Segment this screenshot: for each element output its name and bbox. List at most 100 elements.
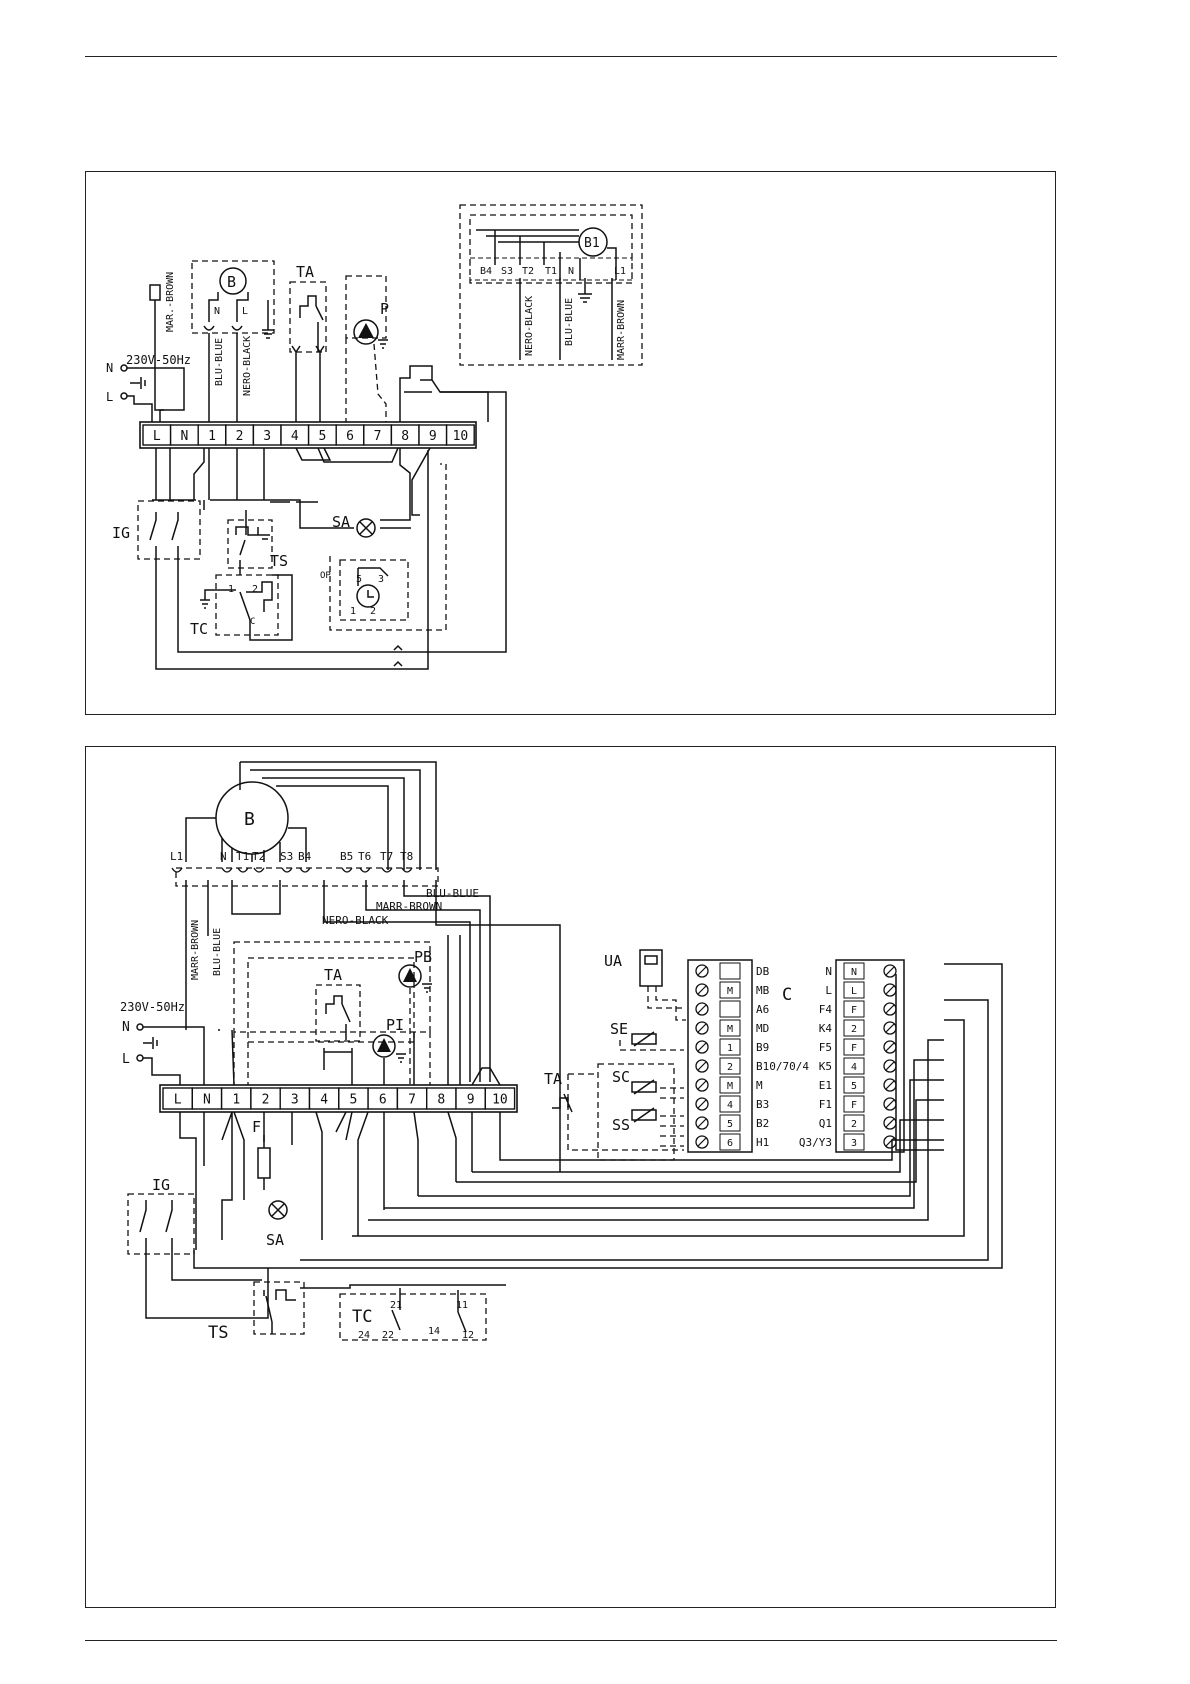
terminal-number-cell (843, 1133, 865, 1151)
top-supply-n-terminal (120, 364, 128, 372)
connector-term: T2 (522, 266, 534, 277)
terminal-number: 5 (727, 1119, 733, 1130)
top-clock-1: 1 (350, 606, 356, 617)
screw-slot (885, 1137, 895, 1147)
top-supply-wiring (127, 367, 185, 422)
terminal-number-cell (843, 1019, 865, 1037)
top-supply-l-terminal (120, 392, 128, 400)
terminal-function: L (825, 984, 832, 997)
top-connector-inner (469, 214, 633, 284)
terminal-number-cell (843, 1076, 865, 1094)
screw-slot (885, 985, 895, 995)
bottom-brown-label: MARR-BROWN (376, 900, 442, 913)
bottom-blue-label: BLU-BLUE (426, 887, 479, 900)
terminal-number: 2 (851, 1024, 857, 1035)
bottom-pb-earth (422, 983, 432, 993)
bottom-controller-low (687, 959, 753, 1153)
screw-terminal (695, 1116, 709, 1130)
bottom-tc-contacts (391, 1288, 467, 1333)
terminal-label: 2 (262, 1093, 270, 1108)
terminal-cell (484, 1087, 516, 1110)
top-burner-box (191, 260, 275, 334)
terminal-number: M (727, 1024, 733, 1035)
screw-slot (885, 1004, 895, 1014)
top-burner-term-l: L (242, 306, 248, 317)
bottom-burner-label: B (244, 809, 255, 830)
top-connector-wire-brown: MARR-BROWN (616, 300, 627, 360)
burner-term: T2 (252, 850, 265, 863)
terminal-label: 7 (374, 429, 382, 444)
bottom-ta-switch (325, 995, 351, 1040)
screw-slot (885, 1042, 895, 1052)
terminal-number: 3 (851, 1138, 857, 1149)
burner-term-plug (299, 867, 311, 873)
bottom-sa-cross (271, 1203, 285, 1217)
burner-term: B5 (340, 850, 353, 863)
top-pump-earth (378, 339, 388, 349)
screw-slot (885, 1061, 895, 1071)
header-rule (85, 56, 1057, 57)
top-clock-box (339, 559, 409, 621)
bottom-burner-leads (185, 817, 307, 862)
terminal-function: E1 (819, 1079, 832, 1092)
screw-slot (885, 1118, 895, 1128)
bottom-dashed-feeds (233, 988, 431, 1085)
terminal-label: 10 (453, 429, 469, 444)
terminal-function: A6 (756, 1003, 769, 1016)
top-clock-label: OP (320, 571, 331, 581)
screw-terminal (695, 964, 709, 978)
screw-slot (697, 1004, 707, 1014)
bottom-ig-contacts (139, 1200, 269, 1319)
bottom-se-feed (619, 1040, 684, 1051)
bottom-burner-terminal-box (175, 867, 439, 887)
terminal-label: 8 (401, 429, 409, 444)
terminal-label: 3 (263, 429, 271, 444)
top-ta-feeds (291, 345, 325, 422)
burner-term: T8 (400, 850, 413, 863)
burner-term: T1 (236, 850, 249, 863)
terminal-number-cell (843, 962, 865, 980)
connector-term: N (568, 266, 574, 277)
bottom-ss-label: SS (612, 1116, 630, 1134)
screw-slot (885, 1023, 895, 1033)
bottom-pump-inner (247, 957, 415, 1043)
top-pump-symbol (353, 319, 379, 345)
terminal-function: Q3/Y3 (799, 1136, 832, 1149)
screw-slot (697, 1061, 707, 1071)
screw-terminal (695, 983, 709, 997)
burner-term: L1 (170, 850, 183, 863)
terminal-label: 10 (492, 1093, 508, 1108)
top-ig-box (137, 500, 201, 560)
top-clock-feed (329, 463, 447, 631)
top-burner-plugs (203, 325, 243, 331)
bottom-loop-contacts (447, 935, 501, 1086)
top-clock-dial (356, 584, 380, 608)
screw-terminal (883, 1097, 897, 1111)
top-ig-feeds (155, 391, 507, 670)
bottom-tc-12: 12 (462, 1330, 474, 1341)
top-ts-label: TS (270, 552, 288, 570)
screw-terminal (695, 1021, 709, 1035)
top-ig-label: IG (112, 524, 130, 542)
top-clock-2: 2 (370, 606, 376, 617)
top-clock-5: 5 (356, 574, 362, 585)
top-tc-box (215, 574, 279, 636)
top-loop-contacts (399, 365, 489, 422)
screw-slot (885, 966, 895, 976)
bottom-fuse (257, 1147, 271, 1179)
screw-slot (697, 985, 707, 995)
top-burner-term-n: N (214, 306, 220, 317)
burner-term-plug (401, 867, 413, 873)
terminal-function: B2 (756, 1117, 769, 1130)
bottom-blue-vertical: BLU-BLUE (212, 928, 223, 976)
screw-terminal (695, 1135, 709, 1149)
terminal-function: M (756, 1079, 763, 1092)
terminal-number-cell (843, 1114, 865, 1132)
bottom-pump-feeds (323, 1032, 415, 1085)
bottom-pi-symbol (372, 1034, 396, 1058)
burner-term: B4 (298, 850, 312, 863)
terminal-number: 4 (851, 1062, 857, 1073)
